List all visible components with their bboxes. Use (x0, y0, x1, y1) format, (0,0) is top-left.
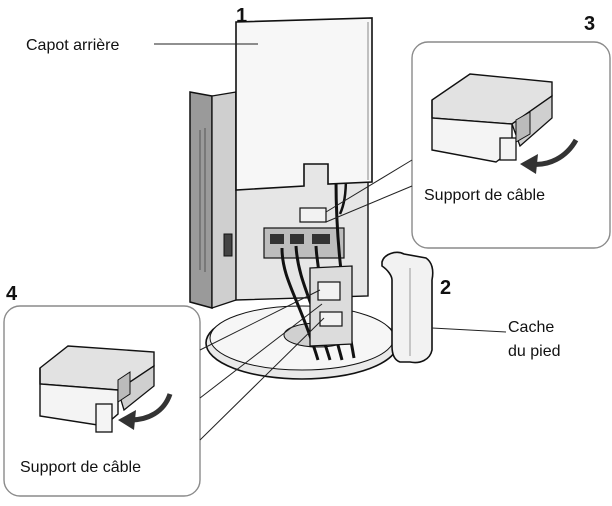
callout-1: 1 (236, 5, 247, 27)
inset-4-arrow-head (118, 410, 136, 430)
inset-4-cable-holder-icon (39, 345, 155, 433)
stand-cover (381, 251, 434, 364)
inset-3-cable-holder-icon (431, 73, 553, 163)
label-stand-cover-line2: du pied (508, 343, 561, 360)
inset-3-arrow-head (520, 154, 538, 174)
label-cable-holder-inset-3: Support de câble (424, 187, 545, 204)
label-rear-cover: Capot arrière (26, 37, 119, 54)
leader-lines (154, 43, 507, 441)
callout-2: 2 (440, 277, 451, 299)
label-cable-holder-inset-4: Support de câble (20, 459, 141, 476)
callout-3: 3 (584, 13, 595, 35)
rear-cover (235, 17, 373, 191)
label-stand-cover-line1: Cache (508, 319, 554, 336)
callout-4: 4 (6, 283, 18, 305)
